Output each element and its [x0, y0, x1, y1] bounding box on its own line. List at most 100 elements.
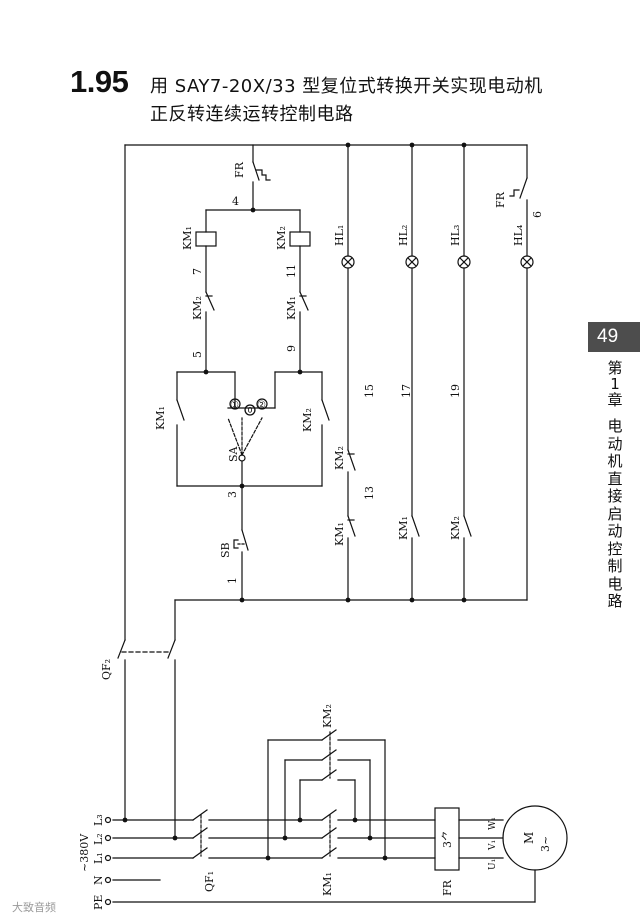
km2-interlock-contact — [205, 291, 215, 311]
km2-main-c — [321, 769, 337, 781]
watermark: 大致音频 — [12, 900, 56, 914]
label-sa-pos0: ⓪ — [245, 405, 255, 417]
label-19: 19 — [449, 384, 462, 398]
title-line-1: 用 SAY7-20X/33 型复位式转换开关实现电动机 — [150, 76, 543, 97]
label-km2-lamp: KM₂ — [333, 446, 346, 470]
hl4-lamp-cross — [522, 257, 532, 267]
hl3-lamp — [457, 255, 471, 269]
label-7: 7 — [191, 268, 204, 275]
sa-pos1-dash — [227, 417, 243, 456]
junction-dot — [282, 835, 288, 841]
label-hl2: HL₂ — [397, 225, 410, 246]
topic-char: 动 — [607, 434, 623, 453]
fr-contact-symbol — [255, 169, 271, 181]
label-5: 5 — [191, 351, 204, 358]
junction-dot — [461, 142, 467, 148]
label-l3: L₃ — [92, 814, 105, 826]
label-3: 3 — [226, 491, 239, 498]
fr-no-contact — [519, 177, 528, 199]
terminal-l3 — [104, 816, 112, 824]
label-u1: U₁ — [488, 859, 498, 870]
terminal-n — [104, 876, 112, 884]
sa-pos0-circle — [244, 404, 256, 416]
km1-no-17 — [411, 515, 420, 537]
fr-thermal-symbol — [509, 189, 520, 197]
fr-contact-blade — [252, 161, 260, 181]
label-fr-lamp: FR — [494, 191, 507, 208]
junction-dot — [367, 835, 373, 841]
label-pe: PE — [92, 895, 105, 910]
junction-dot — [250, 207, 256, 213]
label-13: 13 — [363, 486, 376, 500]
junction-dot — [461, 597, 467, 603]
km1-nc-13 — [347, 515, 356, 537]
label-fr-block-symbol: 3⺈ — [440, 830, 454, 848]
label-km2-main: KM₂ — [321, 704, 334, 728]
chapter-char: 章 — [607, 391, 623, 409]
qf1-pole-l2 — [192, 827, 208, 839]
title-line-2: 正反转连续运转控制电路 — [150, 104, 354, 125]
topic-char: 机 — [607, 452, 623, 470]
junction-dot — [409, 597, 415, 603]
qf2-pole-b — [167, 639, 176, 659]
label-11: 11 — [285, 264, 298, 278]
topic-char: 控 — [607, 539, 623, 558]
label-4: 4 — [232, 195, 239, 208]
label-km1-coil: KM₁ — [181, 226, 194, 250]
page-number-tab: 49 — [588, 322, 640, 352]
fr-thermal-block — [434, 807, 460, 871]
topic-char: 接 — [607, 487, 623, 505]
label-km1-lamp-nc: KM₁ — [333, 522, 346, 546]
label-km2-lamp-no: KM₂ — [449, 516, 462, 540]
chapter-char: 第 — [607, 359, 623, 377]
label-km1-interlock: KM₁ — [285, 296, 298, 320]
topic-char: 直 — [607, 469, 623, 488]
km2-main-b — [321, 749, 337, 761]
km1-main-l2 — [321, 827, 337, 839]
topic-char: 启 — [607, 504, 623, 523]
sb-actuator — [233, 539, 239, 549]
km2-coil — [289, 231, 311, 247]
label-hl1: HL₁ — [333, 225, 346, 246]
junction-dot — [239, 597, 245, 603]
sb-contact — [241, 529, 249, 551]
label-sa: SA — [227, 445, 240, 462]
topic-char: 动 — [607, 522, 623, 540]
label-sa-pos1: ① — [230, 400, 239, 411]
terminal-l2 — [104, 834, 112, 842]
label-motor: M — [522, 832, 536, 844]
terminal-l1 — [104, 854, 112, 862]
junction-dot — [382, 855, 388, 861]
km1-selfhold-contact — [176, 399, 185, 421]
label-motor-phase: 3~ — [539, 836, 552, 852]
label-17: 17 — [400, 384, 413, 398]
label-fr-block: FR — [441, 879, 454, 896]
sa-pos2-circle — [256, 398, 268, 410]
junction-dot — [265, 855, 271, 861]
hl2-lamp — [405, 255, 419, 269]
hl1-lamp — [341, 255, 355, 269]
qf1-pole-l1 — [192, 847, 208, 859]
km2-main-a — [321, 729, 337, 741]
label-sb: SB — [219, 542, 232, 558]
chapter-char: 1 — [610, 375, 620, 393]
km2-nc-15 — [347, 449, 356, 471]
km1-main-l1 — [321, 847, 337, 859]
label-w1: W₁ — [488, 817, 498, 830]
label-1: 1 — [226, 577, 239, 584]
label-sa-pos2: ② — [257, 400, 266, 411]
label-hl3: HL₃ — [449, 225, 462, 246]
label-km2-interlock: KM₂ — [191, 296, 204, 320]
junction-dot — [352, 817, 358, 823]
label-km2-coil: KM₂ — [275, 226, 288, 250]
hl4-lamp — [520, 255, 534, 269]
label-n: N — [92, 875, 105, 885]
label-km1-main: KM₁ — [321, 872, 334, 896]
label-15: 15 — [363, 384, 376, 398]
km1-main-l3 — [321, 809, 337, 821]
km2-no-19 — [463, 515, 472, 537]
hl3-lamp-cross — [459, 257, 469, 267]
label-qf1: QF₁ — [203, 871, 216, 892]
km1-interlock-contact — [299, 291, 309, 311]
hl1-lamp-cross — [343, 257, 353, 267]
